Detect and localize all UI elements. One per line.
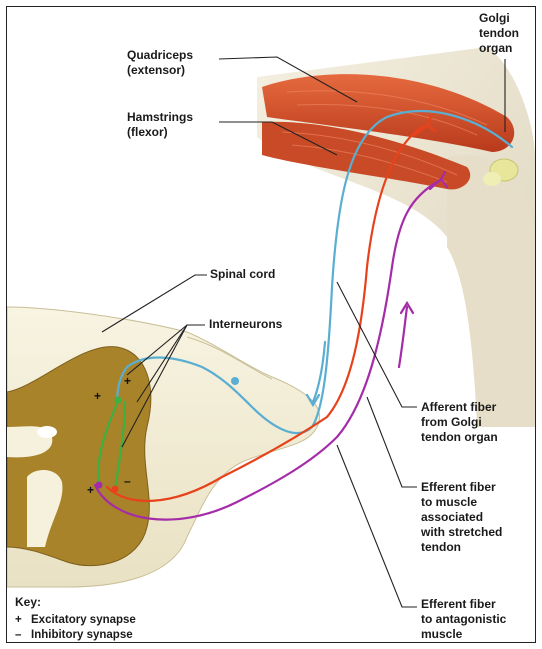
inhibitory-synapse-mark: – — [124, 474, 131, 488]
knee-joint — [447, 155, 535, 427]
interneurons-label: Interneurons — [209, 317, 282, 332]
figure-frame: + + + – Quadriceps (extensor) Hamstrings… — [6, 6, 536, 643]
afferent-fiber-label: Afferent fiber from Golgi tendon organ — [421, 400, 498, 445]
key-title: Key: — [15, 595, 41, 609]
quadriceps-label: Quadriceps (extensor) — [127, 48, 193, 78]
key-label: Excitatory synapse — [31, 614, 136, 626]
excitatory-synapse-mark-3: + — [87, 483, 94, 497]
excitatory-synapse-mark-2: + — [124, 374, 131, 388]
key-row-inhibitory: –Inhibitory synapse — [15, 629, 133, 641]
central-canal — [37, 426, 57, 438]
excitatory-synapse-mark-1: + — [94, 389, 101, 403]
key-symbol: – — [15, 629, 31, 641]
leg-illustration — [257, 47, 535, 427]
hamstrings-label: Hamstrings (flexor) — [127, 110, 193, 140]
spinal-cord-illustration — [7, 307, 320, 587]
spinal-cord-label: Spinal cord — [210, 267, 275, 282]
afferent-cell-body — [231, 377, 239, 385]
efferent-antagonistic-label: Efferent fiber to antagonistic muscle — [421, 597, 506, 642]
efferent-stretched-label: Efferent fiber to muscle associated with… — [421, 480, 502, 555]
key-label: Inhibitory synapse — [31, 629, 133, 641]
key-row-excitatory: +Excitatory synapse — [15, 614, 136, 626]
golgi-tendon-organ-label: Golgi tendon organ — [479, 11, 519, 56]
efferent-direction-arrow — [399, 307, 407, 367]
key-symbol: + — [15, 614, 31, 626]
